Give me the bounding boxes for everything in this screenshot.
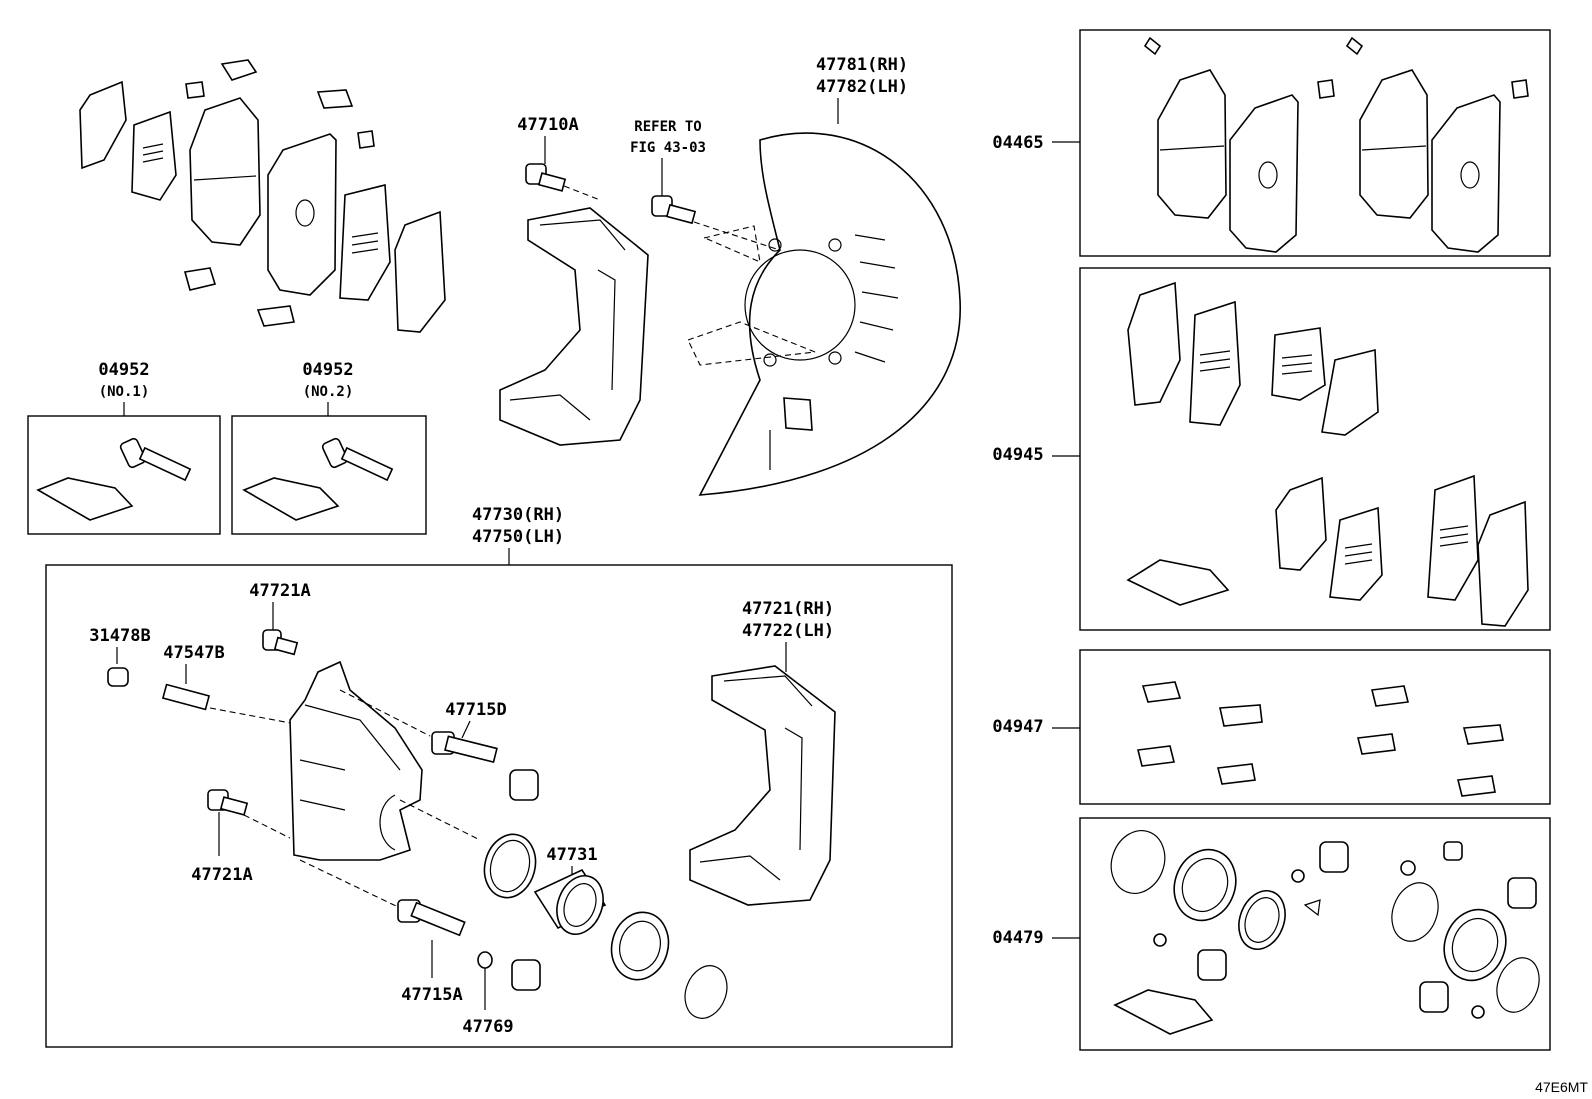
hub-opening — [744, 249, 856, 361]
label-47769: 47769 — [462, 1017, 513, 1037]
label-04952-no1-sub: (NO.1) — [99, 384, 150, 400]
clip-icon — [1317, 79, 1335, 99]
disc-brake-dust-cover — [698, 132, 961, 496]
brake-pad-outer — [189, 97, 261, 246]
outer-shim — [79, 80, 127, 170]
piston-seal-icon — [483, 833, 537, 899]
clip-icon — [256, 305, 295, 327]
figure-code: 47E6MT — [1535, 1079, 1588, 1095]
label-47721A-bottom: 47721A — [191, 865, 252, 885]
kit-box-04479 — [1079, 817, 1551, 1051]
label-04947: 04947 — [992, 717, 1043, 737]
label-04479: 04479 — [992, 928, 1043, 948]
kit-box-04952-no2 — [231, 415, 427, 535]
clip-icon — [220, 59, 258, 81]
label-47721A-top: 47721A — [249, 581, 310, 601]
shim-kit-shims — [1126, 281, 1529, 627]
label-04952-no2-sub: (NO.2) — [303, 384, 354, 400]
label-47547B: 47547B — [163, 643, 224, 663]
wear-indicator-icon — [1345, 36, 1364, 56]
label-47710A: 47710A — [517, 115, 578, 135]
cylinder-boot-icon — [610, 911, 670, 981]
label-47730-rh: 47730(RH) — [472, 505, 564, 525]
label-04952-no1: 04952 — [98, 360, 149, 380]
inner-shim — [131, 110, 177, 201]
label-47722-lh: 47722(LH) — [742, 621, 834, 641]
clip-icon — [1511, 79, 1529, 99]
set-ring-icon — [684, 965, 728, 1019]
label-47781-rh: 47781(RH) — [816, 55, 908, 75]
clip-icon — [183, 267, 217, 291]
dust-boot-icon — [511, 959, 541, 991]
pad-shim-group-top-left — [79, 59, 446, 333]
guide-pin-icon — [119, 437, 192, 482]
wear-indicator-icon — [357, 130, 375, 149]
label-47782-lh: 47782(LH) — [816, 77, 908, 97]
wear-indicator-icon — [1143, 36, 1162, 56]
label-47731: 47731 — [546, 845, 597, 865]
label-refer-to: REFER TO — [634, 119, 701, 135]
label-47721-rh: 47721(RH) — [742, 599, 834, 619]
guide-pin-icon — [321, 437, 394, 482]
wear-indicator-icon — [185, 81, 205, 99]
kit-box-04952-no1 — [27, 415, 221, 535]
brake-pad-inner — [267, 133, 337, 296]
pad-kit-pads — [1143, 36, 1529, 253]
caliper-mounting-bracket — [499, 207, 649, 446]
grease-packet-icon — [1113, 989, 1214, 1035]
label-47715A: 47715A — [401, 985, 462, 1005]
kit-box-04465 — [1079, 29, 1551, 257]
label-04465: 04465 — [992, 133, 1043, 153]
label-47750-lh: 47750(LH) — [472, 527, 564, 547]
label-31478B: 31478B — [89, 626, 150, 646]
grease-packet-icon — [242, 477, 340, 521]
clip-kit-clips — [1137, 681, 1504, 797]
seal-kit-parts — [1110, 830, 1540, 1035]
clip-icon — [316, 89, 354, 109]
bleeder-cap-icon — [107, 667, 129, 687]
caliper-mounting-bracket — [689, 665, 836, 906]
outer-shim-2 — [394, 210, 446, 333]
label-04945: 04945 — [992, 445, 1043, 465]
caliper-cylinder-body — [289, 660, 423, 861]
bushing-icon — [477, 951, 493, 969]
grease-packet-icon — [36, 477, 134, 521]
label-fig-43-03: FIG 43-03 — [630, 140, 706, 156]
grease-packet-icon — [1126, 559, 1230, 606]
kit-box-04945 — [1079, 267, 1551, 631]
label-04952-no2: 04952 — [302, 360, 353, 380]
label-47715D: 47715D — [445, 700, 506, 720]
kit-box-04947 — [1079, 649, 1551, 805]
dust-boot-icon — [509, 769, 539, 801]
bleeder-plug-icon — [161, 683, 211, 711]
caliper-assembly-box — [45, 564, 953, 1048]
